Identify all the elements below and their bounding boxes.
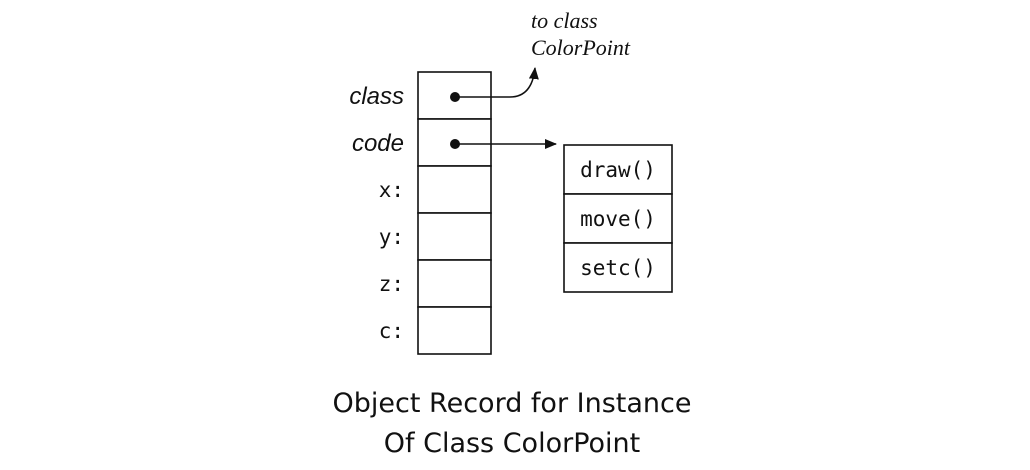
class-note-line-1: to class	[531, 8, 598, 33]
method-label-setc: setc()	[580, 256, 656, 280]
object-record	[417, 71, 492, 355]
field-label-c: c:	[379, 319, 404, 343]
diagram-caption: Object Record for Instance Of Class Colo…	[333, 388, 692, 459]
record-cell-y	[417, 212, 492, 261]
record-cell-x	[417, 165, 492, 214]
method-table: draw() move() setc()	[563, 144, 673, 293]
field-label-z: z:	[379, 272, 404, 296]
method-cell-setc	[563, 242, 673, 293]
method-cell-move	[563, 193, 673, 244]
method-label-draw: draw()	[580, 158, 656, 182]
caption-line-1: Object Record for Instance	[333, 388, 692, 419]
method-label-move: move()	[580, 207, 656, 231]
field-label-y: y:	[379, 225, 404, 249]
caption-line-2: Of Class ColorPoint	[384, 428, 641, 459]
class-pointer-arrow	[455, 67, 539, 98]
class-note-line-2: ColorPoint	[531, 35, 631, 60]
field-label-code: code	[352, 130, 404, 157]
field-label-x: x:	[379, 178, 404, 202]
record-cell-c	[417, 306, 492, 355]
class-note: to class ColorPoint	[531, 8, 631, 60]
field-label-class: class	[349, 83, 404, 110]
record-field-labels: class code x: y: z: c:	[349, 83, 404, 343]
record-cell-z	[417, 259, 492, 308]
